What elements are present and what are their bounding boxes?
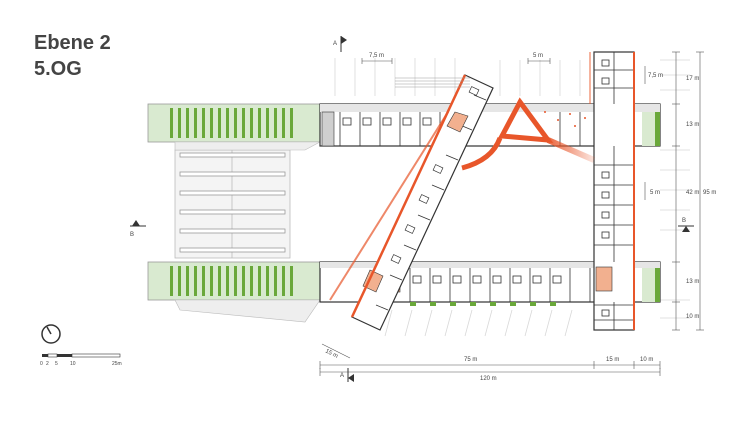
rooms-diagonal (375, 94, 487, 311)
dim-mid-small: 5 m (650, 190, 660, 196)
furniture-dots (534, 111, 586, 127)
section-marker-b-left: B (130, 220, 146, 238)
level-subtitle: 5.OG (34, 58, 82, 80)
north-arrow-icon (41, 324, 61, 344)
parking-lines-top (334, 58, 690, 319)
rooms-east (594, 52, 634, 330)
dim-right-small: 7,5 m (648, 73, 663, 79)
skylights (179, 152, 286, 253)
section-marker-a-bottom: A (340, 368, 354, 382)
dim-95: 95 m (703, 190, 716, 196)
section-marker-a-top: A (333, 36, 347, 52)
dim-top-mid: 5 m (533, 53, 543, 59)
svg-text:B: B (130, 232, 134, 238)
triangle-stair (498, 97, 554, 143)
dim-13b: 13 m (686, 279, 699, 285)
scale-bar: 0 2 5 10 25m (40, 353, 122, 367)
ramp-curve (461, 137, 503, 171)
dim-17: 17 m (686, 76, 699, 82)
diag-fixtures (390, 86, 480, 264)
svg-text:5: 5 (55, 361, 58, 367)
rooms-south (409, 268, 591, 302)
green-stripes-lower (170, 266, 293, 296)
parking-lines-bottom (384, 309, 573, 337)
dim-75: 75 m (464, 357, 477, 363)
dim-10-bottom: 10 m (640, 357, 653, 363)
svg-text:B: B (682, 218, 686, 224)
stairs-top (395, 77, 470, 88)
dim-42: 42 m (686, 190, 699, 196)
dim-15: 15 m (606, 357, 619, 363)
planters-south (410, 302, 556, 306)
dim-120: 120 m (480, 376, 497, 382)
svg-text:25m: 25m (112, 361, 122, 367)
svg-text:10: 10 (70, 361, 76, 367)
svg-text:2: 2 (46, 361, 49, 367)
level-title: Ebene 2 (34, 32, 111, 54)
lower-roof-area (174, 149, 291, 259)
dimension-lines (319, 51, 704, 376)
svg-text:A: A (333, 41, 337, 47)
dim-15-diag: 15 m (324, 348, 339, 359)
green-stripes-upper (170, 108, 293, 138)
dim-top-left: 7,5 m (369, 53, 384, 59)
dim-10: 10 m (686, 314, 699, 320)
svg-text:A: A (340, 373, 344, 379)
rooms-north (339, 112, 631, 146)
dim-13a: 13 m (686, 122, 699, 128)
svg-text:0: 0 (40, 361, 43, 367)
section-marker-b-right: B (678, 218, 694, 232)
